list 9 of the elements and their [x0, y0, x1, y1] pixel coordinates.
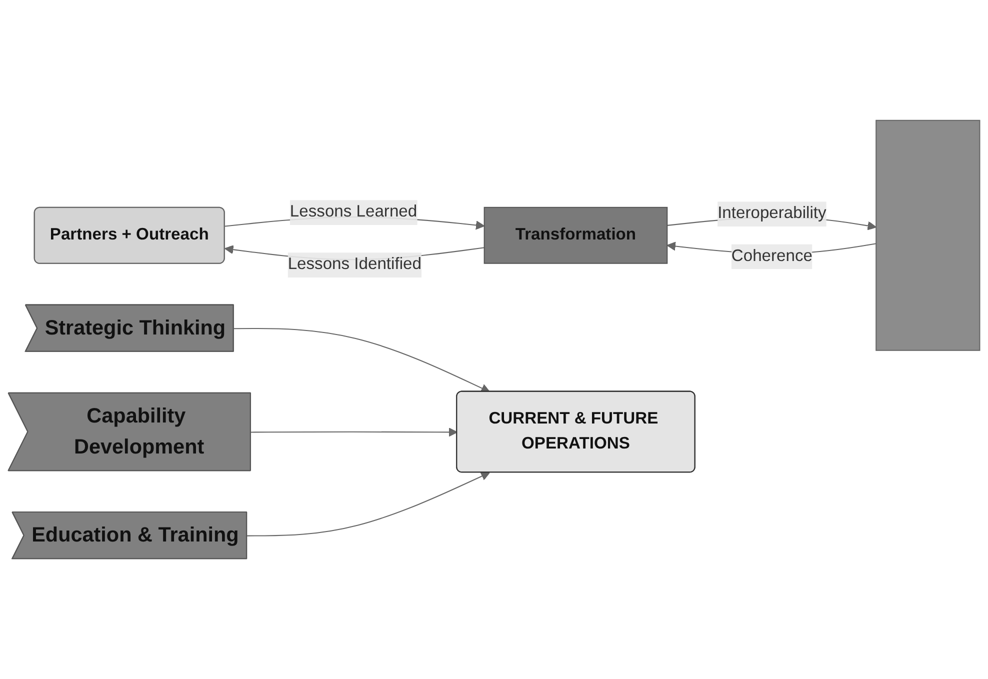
arrow [234, 328, 490, 392]
node-box: Transformation [484, 206, 668, 264]
edge-label: Interoperability [718, 204, 826, 222]
node-bar [876, 120, 980, 351]
arrow [247, 472, 490, 536]
arrow [250, 428, 458, 437]
edge-label: Lessons Identified [288, 256, 422, 274]
edge-label: Lessons Learned [290, 203, 418, 221]
edge-label: Coherence [731, 247, 812, 265]
